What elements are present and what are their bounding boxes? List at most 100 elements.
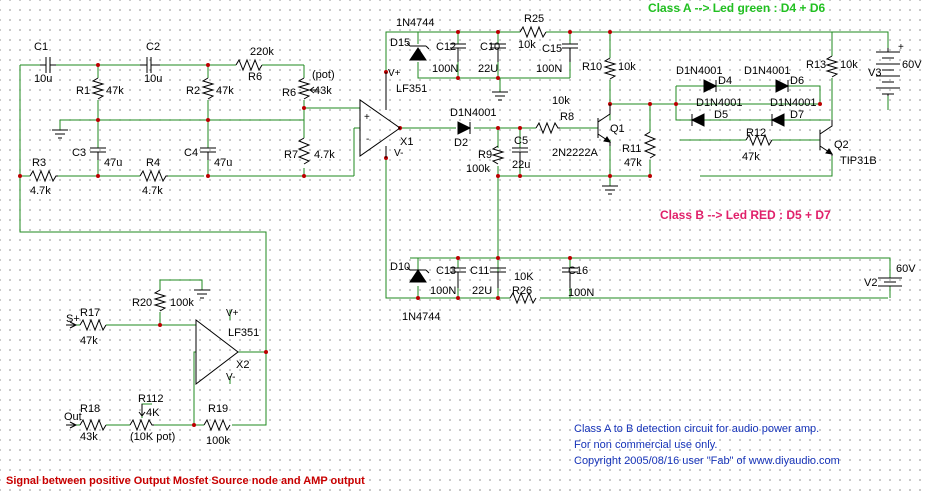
- r112-pot: [129, 404, 154, 432]
- c16-capacitor: [562, 267, 578, 288]
- value-d15: 1N4744: [396, 17, 435, 29]
- label-q1: Q1: [610, 123, 625, 135]
- r11-resistor: [643, 131, 657, 159]
- port-out: [66, 421, 78, 429]
- label-c11: C11: [470, 265, 489, 277]
- value-r9: 100k: [466, 163, 490, 175]
- caption-signal: Signal between positive Output Mosfet So…: [6, 475, 365, 487]
- label-c1: C1: [34, 41, 48, 53]
- label-c16: C16: [568, 265, 588, 277]
- label-r8: R8: [560, 111, 574, 123]
- value-r4: 4.7k: [142, 185, 163, 197]
- value-q1: 2N2222A: [552, 147, 599, 159]
- label-x1-plus: +: [364, 112, 370, 123]
- label-x2-vplus: V+: [226, 308, 239, 319]
- q1-transistor: [597, 104, 611, 146]
- value-c5: 22u: [512, 159, 530, 171]
- r12-resistor: [745, 133, 773, 147]
- v3-source: +: [876, 42, 904, 96]
- r17-resistor: [79, 318, 107, 332]
- value-r3: 4.7k: [30, 185, 51, 197]
- r1-resistor: [91, 77, 105, 100]
- value-d6: D1N4001: [744, 65, 790, 77]
- port-splus: [66, 321, 78, 329]
- d15-zener: [406, 42, 430, 61]
- svg-text:+: +: [898, 42, 904, 53]
- value-r10: 10k: [618, 61, 636, 73]
- value-r12: 47k: [742, 151, 760, 163]
- value-r6p: 43k: [314, 85, 332, 97]
- label-x1-minus: -: [366, 134, 369, 145]
- label-r1: R1: [76, 85, 90, 97]
- value-r6: 220k: [250, 46, 274, 58]
- label-r26: R26: [512, 285, 532, 297]
- r4-resistor: [139, 169, 168, 183]
- d5-led: [690, 113, 705, 127]
- label-c5: C5: [514, 135, 528, 147]
- d4-led: [703, 79, 718, 93]
- d2-diode: [457, 121, 472, 135]
- note-line-1: Class A to B detection circuit for audio…: [574, 423, 819, 435]
- value-r13: 10k: [840, 59, 858, 71]
- label-x1-vminus: V-: [394, 148, 403, 159]
- label-r10: R10: [582, 61, 602, 73]
- value-r8: 10k: [552, 95, 570, 107]
- label-d6: D6: [790, 75, 804, 87]
- value-d7: D1N4001: [770, 97, 816, 109]
- component-labels: C1 10u C2 10u 220k R6 R1 47k R2 47k (pot…: [30, 13, 922, 447]
- label-r3: R3: [32, 157, 46, 169]
- value-c12: 100N: [432, 63, 458, 75]
- value-r17: 47k: [80, 335, 98, 347]
- label-d10: D10: [390, 261, 410, 273]
- label-d7: D7: [790, 109, 804, 121]
- value-r11: 47k: [624, 157, 642, 169]
- label-out: Out: [64, 411, 82, 423]
- label-r4: R4: [146, 157, 160, 169]
- label-r13: R13: [806, 59, 826, 71]
- value-d5: D1N4001: [696, 97, 742, 109]
- r2-resistor: [201, 77, 215, 100]
- label-x1-vplus: V+: [388, 68, 401, 79]
- label-r9: R9: [478, 149, 492, 161]
- q2-transistor: [819, 120, 833, 156]
- r6-resistor: [235, 58, 263, 72]
- value-c16: 100N: [568, 287, 594, 299]
- wires: [19, 31, 891, 426]
- r8-resistor: [535, 121, 560, 135]
- label-lf351-x2: LF351: [228, 327, 259, 339]
- value-c15: 100N: [536, 63, 562, 75]
- r25-resistor: [519, 25, 547, 39]
- value-d2: D1N4001: [450, 107, 496, 119]
- v2-source: [878, 277, 902, 287]
- label-c13: C13: [436, 265, 456, 277]
- headline-class-a: Class A --> Led green : D4 + D6: [648, 1, 825, 15]
- label-r7: R7: [284, 149, 298, 161]
- c15-capacitor: [562, 43, 578, 62]
- c10-capacitor: [490, 43, 506, 62]
- r19-resistor: [203, 418, 231, 432]
- label-q2: Q2: [834, 139, 849, 151]
- c11-capacitor: [490, 267, 506, 288]
- label-c12: C12: [436, 41, 456, 53]
- label-c4: C4: [184, 147, 198, 159]
- d6-led: [775, 79, 790, 93]
- value-d4: D1N4001: [676, 65, 722, 77]
- x2-opamp: [195, 318, 239, 386]
- label-c15: C15: [542, 43, 562, 55]
- c4-capacitor: [200, 147, 216, 160]
- value-c4: 47u: [214, 157, 232, 169]
- ground-symbol-input: [52, 129, 68, 139]
- ground-symbol-q1: [602, 185, 618, 195]
- value-r2: 47k: [216, 85, 234, 97]
- r13-resistor: [825, 55, 839, 78]
- value-q2: TIP31B: [840, 155, 877, 167]
- ground-symbol-x2: [194, 289, 210, 299]
- c12-capacitor: [450, 43, 466, 62]
- components: +: [29, 25, 904, 432]
- label-r11: R11: [622, 143, 641, 155]
- r20-resistor: [153, 289, 167, 312]
- value-r19: 100k: [206, 435, 230, 447]
- value-r1: 47k: [106, 85, 124, 97]
